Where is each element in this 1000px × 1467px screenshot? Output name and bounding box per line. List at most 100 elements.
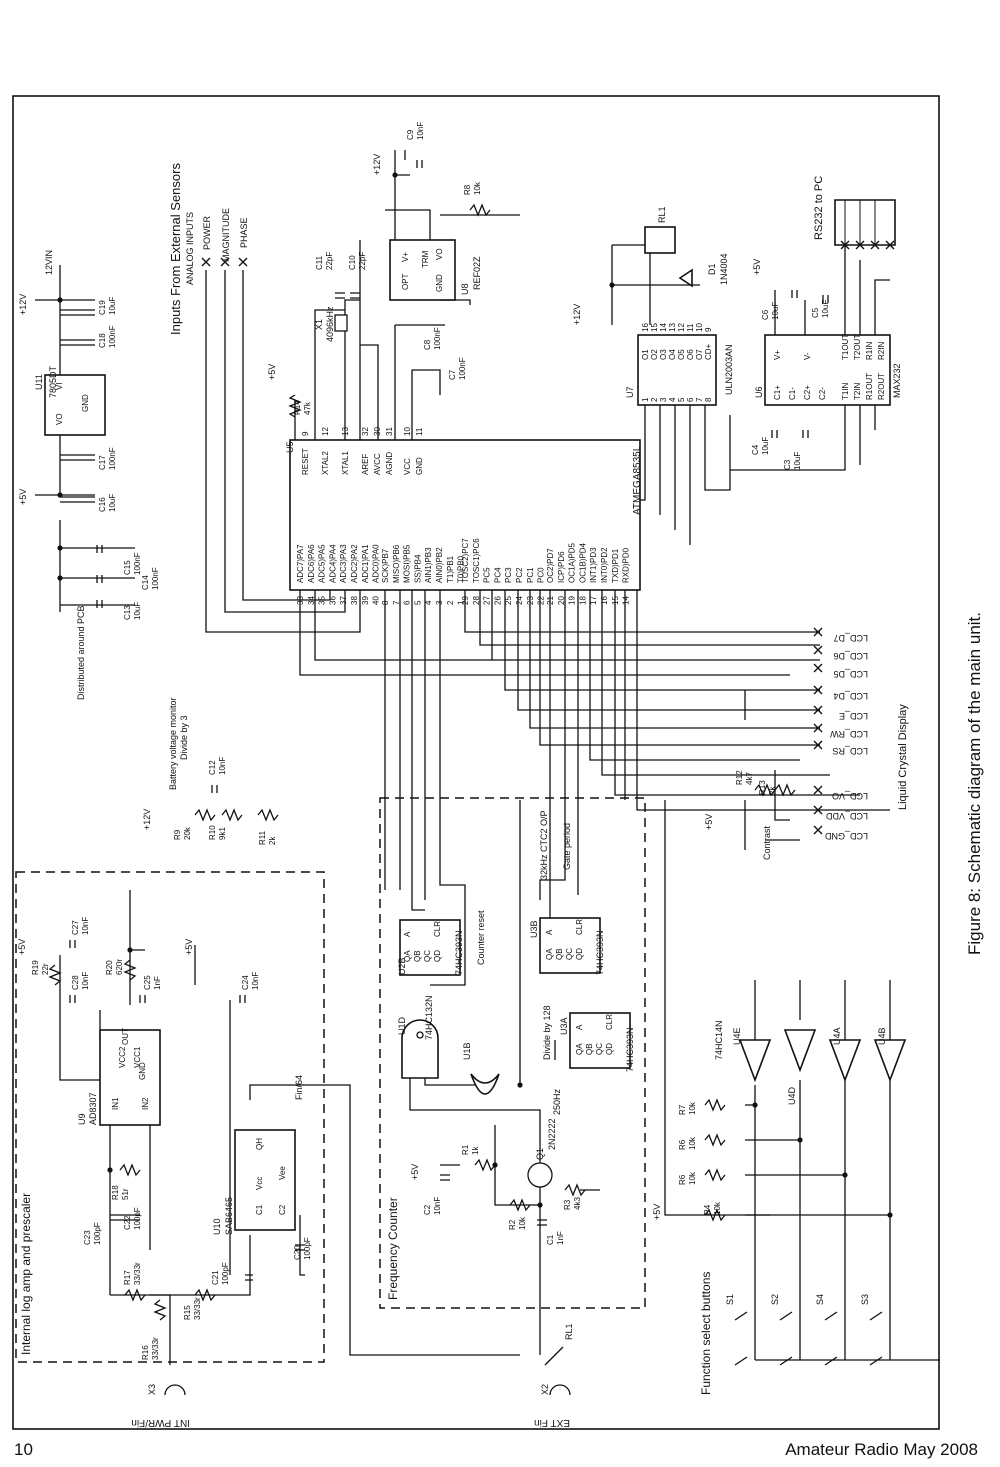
u5-port-pin-num: 36 bbox=[328, 596, 337, 605]
u5-port-pin-num: 23 bbox=[526, 596, 535, 605]
passive-c14-value: 100nF bbox=[151, 567, 160, 590]
u3a-part: 74HC393N bbox=[625, 1027, 635, 1072]
u11-ref: U11 bbox=[34, 374, 44, 390]
u6-pin: R2OUT bbox=[877, 373, 886, 400]
u5-port-pin-num: 29 bbox=[461, 596, 470, 605]
u5-port-pin: PC1 bbox=[526, 567, 535, 583]
u5-port-pin: ADC0)PA0 bbox=[372, 544, 381, 583]
u8-pin: GND bbox=[435, 274, 444, 292]
u9-pin: VCC2 bbox=[118, 1046, 127, 1068]
u5-pin-num: 13 bbox=[341, 427, 350, 436]
log-amp-label: Internal log amp and prescaler bbox=[19, 1193, 33, 1355]
counter-pin: QB bbox=[555, 948, 564, 960]
hz250-label: 250Hz bbox=[552, 1088, 562, 1115]
u5-port-pin: ADC1)PA1 bbox=[361, 544, 370, 583]
u5-port-pin: PC5 bbox=[483, 567, 492, 583]
passive-c25-value: 1nF bbox=[153, 976, 162, 990]
u5-body bbox=[289, 439, 641, 591]
counter-pin: QC bbox=[595, 1043, 604, 1055]
passive-c9-value: 10nF bbox=[416, 122, 425, 140]
u6-pin: V- bbox=[803, 352, 812, 360]
fin64-label: Fin/64 bbox=[294, 1075, 304, 1100]
passive-r14-value: 47k bbox=[303, 401, 312, 415]
u5-port-pin-num: 1 bbox=[457, 600, 466, 605]
u5-pin-gnd: GND bbox=[415, 457, 424, 475]
passive-r3-value: 4k3 bbox=[573, 1197, 582, 1210]
u9-part: AD8307 bbox=[88, 1092, 98, 1125]
ext-fin-label: EXT Fin bbox=[534, 1417, 570, 1428]
u8-pin: OPT bbox=[401, 273, 410, 290]
u5-port-pin-num: 3 bbox=[435, 600, 444, 605]
u5-pin-xtal2: XTAL2 bbox=[321, 451, 330, 475]
passive-r11-value: 2k bbox=[268, 836, 277, 845]
passive-c2-ref: C2 bbox=[423, 1204, 432, 1215]
u4a-ref: U4A bbox=[832, 1027, 842, 1045]
passive-r1-ref: R1 bbox=[461, 1144, 470, 1155]
capacitor-symbols bbox=[60, 160, 829, 1281]
u5-port-pin: TOSC1)PC6 bbox=[472, 538, 481, 583]
rail-12v-top: +12V bbox=[18, 294, 28, 315]
u5-port-pin: ADC3)PA3 bbox=[339, 544, 348, 583]
u10-pin: QH bbox=[255, 1138, 264, 1150]
u5-pin-num: 31 bbox=[385, 427, 394, 436]
rail-12v-u7: +12V bbox=[572, 304, 582, 325]
counter-pin: QC bbox=[423, 950, 432, 962]
u5-port-pin-num: 14 bbox=[622, 596, 631, 605]
u7-pin-num: 11 bbox=[686, 323, 695, 332]
passive-r18-ref: R18 bbox=[111, 1185, 120, 1200]
counter-pin: A bbox=[403, 931, 412, 937]
u6-body bbox=[764, 334, 891, 406]
analog-inputs-label: ANALOG INPUTS bbox=[185, 212, 195, 285]
x-connector-mark bbox=[813, 663, 823, 673]
crystal-x1 bbox=[334, 314, 348, 332]
u5-port-pin-num: 38 bbox=[350, 596, 359, 605]
u5-port-pin-num: 24 bbox=[515, 596, 524, 605]
inputs-header: Inputs From External Sensors bbox=[168, 163, 183, 335]
u6-pin: C1- bbox=[788, 387, 797, 400]
u10-part: SAB6465 bbox=[224, 1197, 234, 1235]
contrast-label: Contrast bbox=[762, 825, 772, 860]
passive-c24-ref: C24 bbox=[241, 975, 250, 990]
u5-port-pin: AIN0)PB2 bbox=[435, 547, 444, 583]
u5-port-pin: ADC4)PA4 bbox=[328, 544, 337, 583]
s3-ref: S3 bbox=[860, 1294, 870, 1305]
passive-c5-value: 10uF bbox=[821, 300, 830, 318]
u7-output-pin: O3 bbox=[659, 349, 668, 360]
passive-c16-ref: C16 bbox=[98, 497, 107, 512]
u6-pin: V+ bbox=[773, 350, 782, 360]
passive-r13-value: 2k bbox=[768, 786, 777, 795]
u5-port-pin-num: 18 bbox=[578, 596, 587, 605]
x-connector-mark bbox=[813, 705, 823, 715]
passive-c23-ref: C23 bbox=[83, 1230, 92, 1245]
passive-c9-ref: C9 bbox=[406, 129, 415, 140]
rail-5v-left: +5V bbox=[18, 489, 28, 505]
function-buttons-label: Function select buttons bbox=[699, 1272, 713, 1395]
u5-port-pin: PC2 bbox=[515, 567, 524, 583]
db9-connector bbox=[834, 199, 896, 246]
passive-r10-value: 9k1 bbox=[218, 827, 227, 840]
u5-port-pin-num: 33 bbox=[296, 596, 305, 605]
passive-r4-value: 10k bbox=[713, 1201, 722, 1215]
passive-c8-value: 100nF bbox=[433, 327, 442, 350]
rl1-bottom: RL1 bbox=[564, 1323, 574, 1340]
x-connector-mark bbox=[201, 257, 211, 267]
u4-part: 74HC14N bbox=[714, 1020, 724, 1060]
battery-monitor-label: Battery voltage monitor bbox=[168, 697, 178, 790]
passive-c20-value: 100pF bbox=[303, 1237, 312, 1260]
u7-pin-num: 16 bbox=[641, 323, 650, 332]
u5-part: ATMEGA8535L bbox=[632, 445, 643, 515]
u9-pin: GND bbox=[138, 1062, 147, 1080]
u10-pin: Vee bbox=[278, 1166, 287, 1180]
passive-r14-ref: R14 bbox=[293, 400, 302, 415]
u5-pin-num: 10 bbox=[403, 427, 412, 436]
lcd-pin-lcd_d6: LCD_D6 bbox=[833, 651, 868, 661]
u5-port-pin: ADC5)PA5 bbox=[318, 544, 327, 583]
u5-port-pin-num: 27 bbox=[483, 596, 492, 605]
lcd-label: Liquid Crystal Display bbox=[897, 704, 909, 810]
u5-port-pin: T0)PB0 bbox=[457, 555, 466, 583]
passive-r15-value: 33/33r bbox=[193, 1297, 202, 1320]
u2b-ref: U2B bbox=[397, 957, 407, 975]
passive-r6b-ref: R6 bbox=[678, 1174, 687, 1185]
u7-output-pin: O1 bbox=[641, 349, 650, 360]
x-connector-mark bbox=[813, 627, 823, 637]
